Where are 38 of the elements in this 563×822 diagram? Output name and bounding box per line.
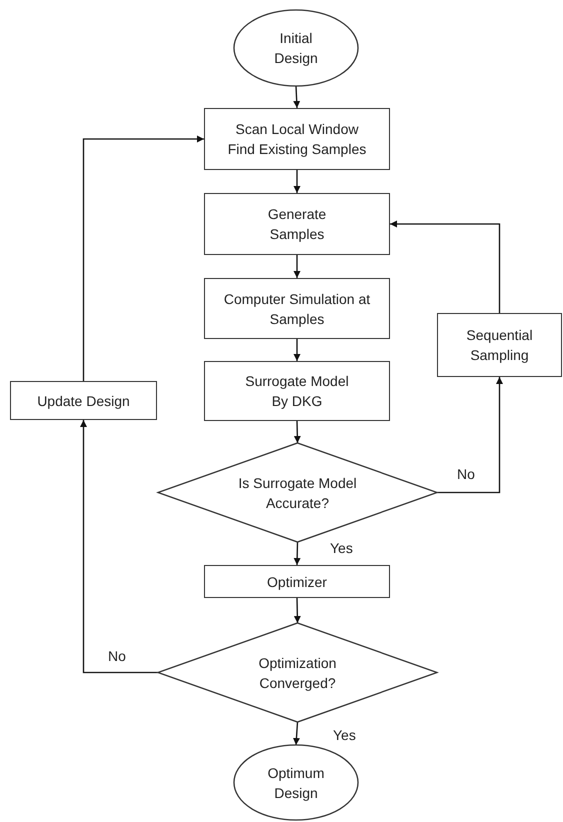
- process-box: [204, 565, 390, 598]
- node-label: Initial Design: [273, 29, 319, 68]
- node-label: Is Surrogate Model Accurate?: [237, 474, 358, 512]
- node-label: Sequential Sampling: [465, 326, 534, 365]
- process-box: [204, 361, 390, 421]
- edge-label: Yes: [328, 540, 355, 556]
- arrow: [82, 136, 204, 381]
- arrow: [294, 420, 301, 444]
- node-label: Scan Local Window Find Existing Samples: [226, 120, 368, 159]
- terminator-ellipse: [234, 10, 358, 86]
- decision-diamond: [158, 443, 437, 542]
- process-box: [204, 193, 390, 255]
- arrow: [294, 339, 300, 361]
- arrow: [294, 598, 301, 624]
- arrow: [294, 255, 300, 278]
- arrow: [292, 722, 300, 746]
- arrow: [294, 170, 300, 193]
- decision-diamond: [158, 623, 437, 722]
- process-box: [204, 108, 390, 170]
- node-label: Optimum Design: [266, 764, 326, 802]
- process-box: [204, 278, 390, 339]
- node-label: Generate Samples: [266, 205, 328, 244]
- node-label: Optimizer: [266, 572, 328, 592]
- node-label: Surrogate Model By DKG: [244, 372, 350, 411]
- node-label: Optimization Converged?: [258, 654, 338, 692]
- arrow: [437, 377, 503, 494]
- arrow: [80, 420, 158, 674]
- node-label: Update Design: [36, 392, 131, 410]
- arrow: [293, 86, 300, 108]
- process-box: [437, 313, 562, 377]
- edge-label: No: [106, 648, 128, 664]
- process-box: [10, 381, 157, 420]
- arrow: [294, 542, 301, 566]
- edge-label: Yes: [331, 727, 358, 743]
- edge-label: No: [455, 466, 477, 482]
- terminator-ellipse: [234, 745, 358, 820]
- node-label: Computer Simulation at Samples: [222, 290, 372, 328]
- arrow: [390, 220, 500, 313]
